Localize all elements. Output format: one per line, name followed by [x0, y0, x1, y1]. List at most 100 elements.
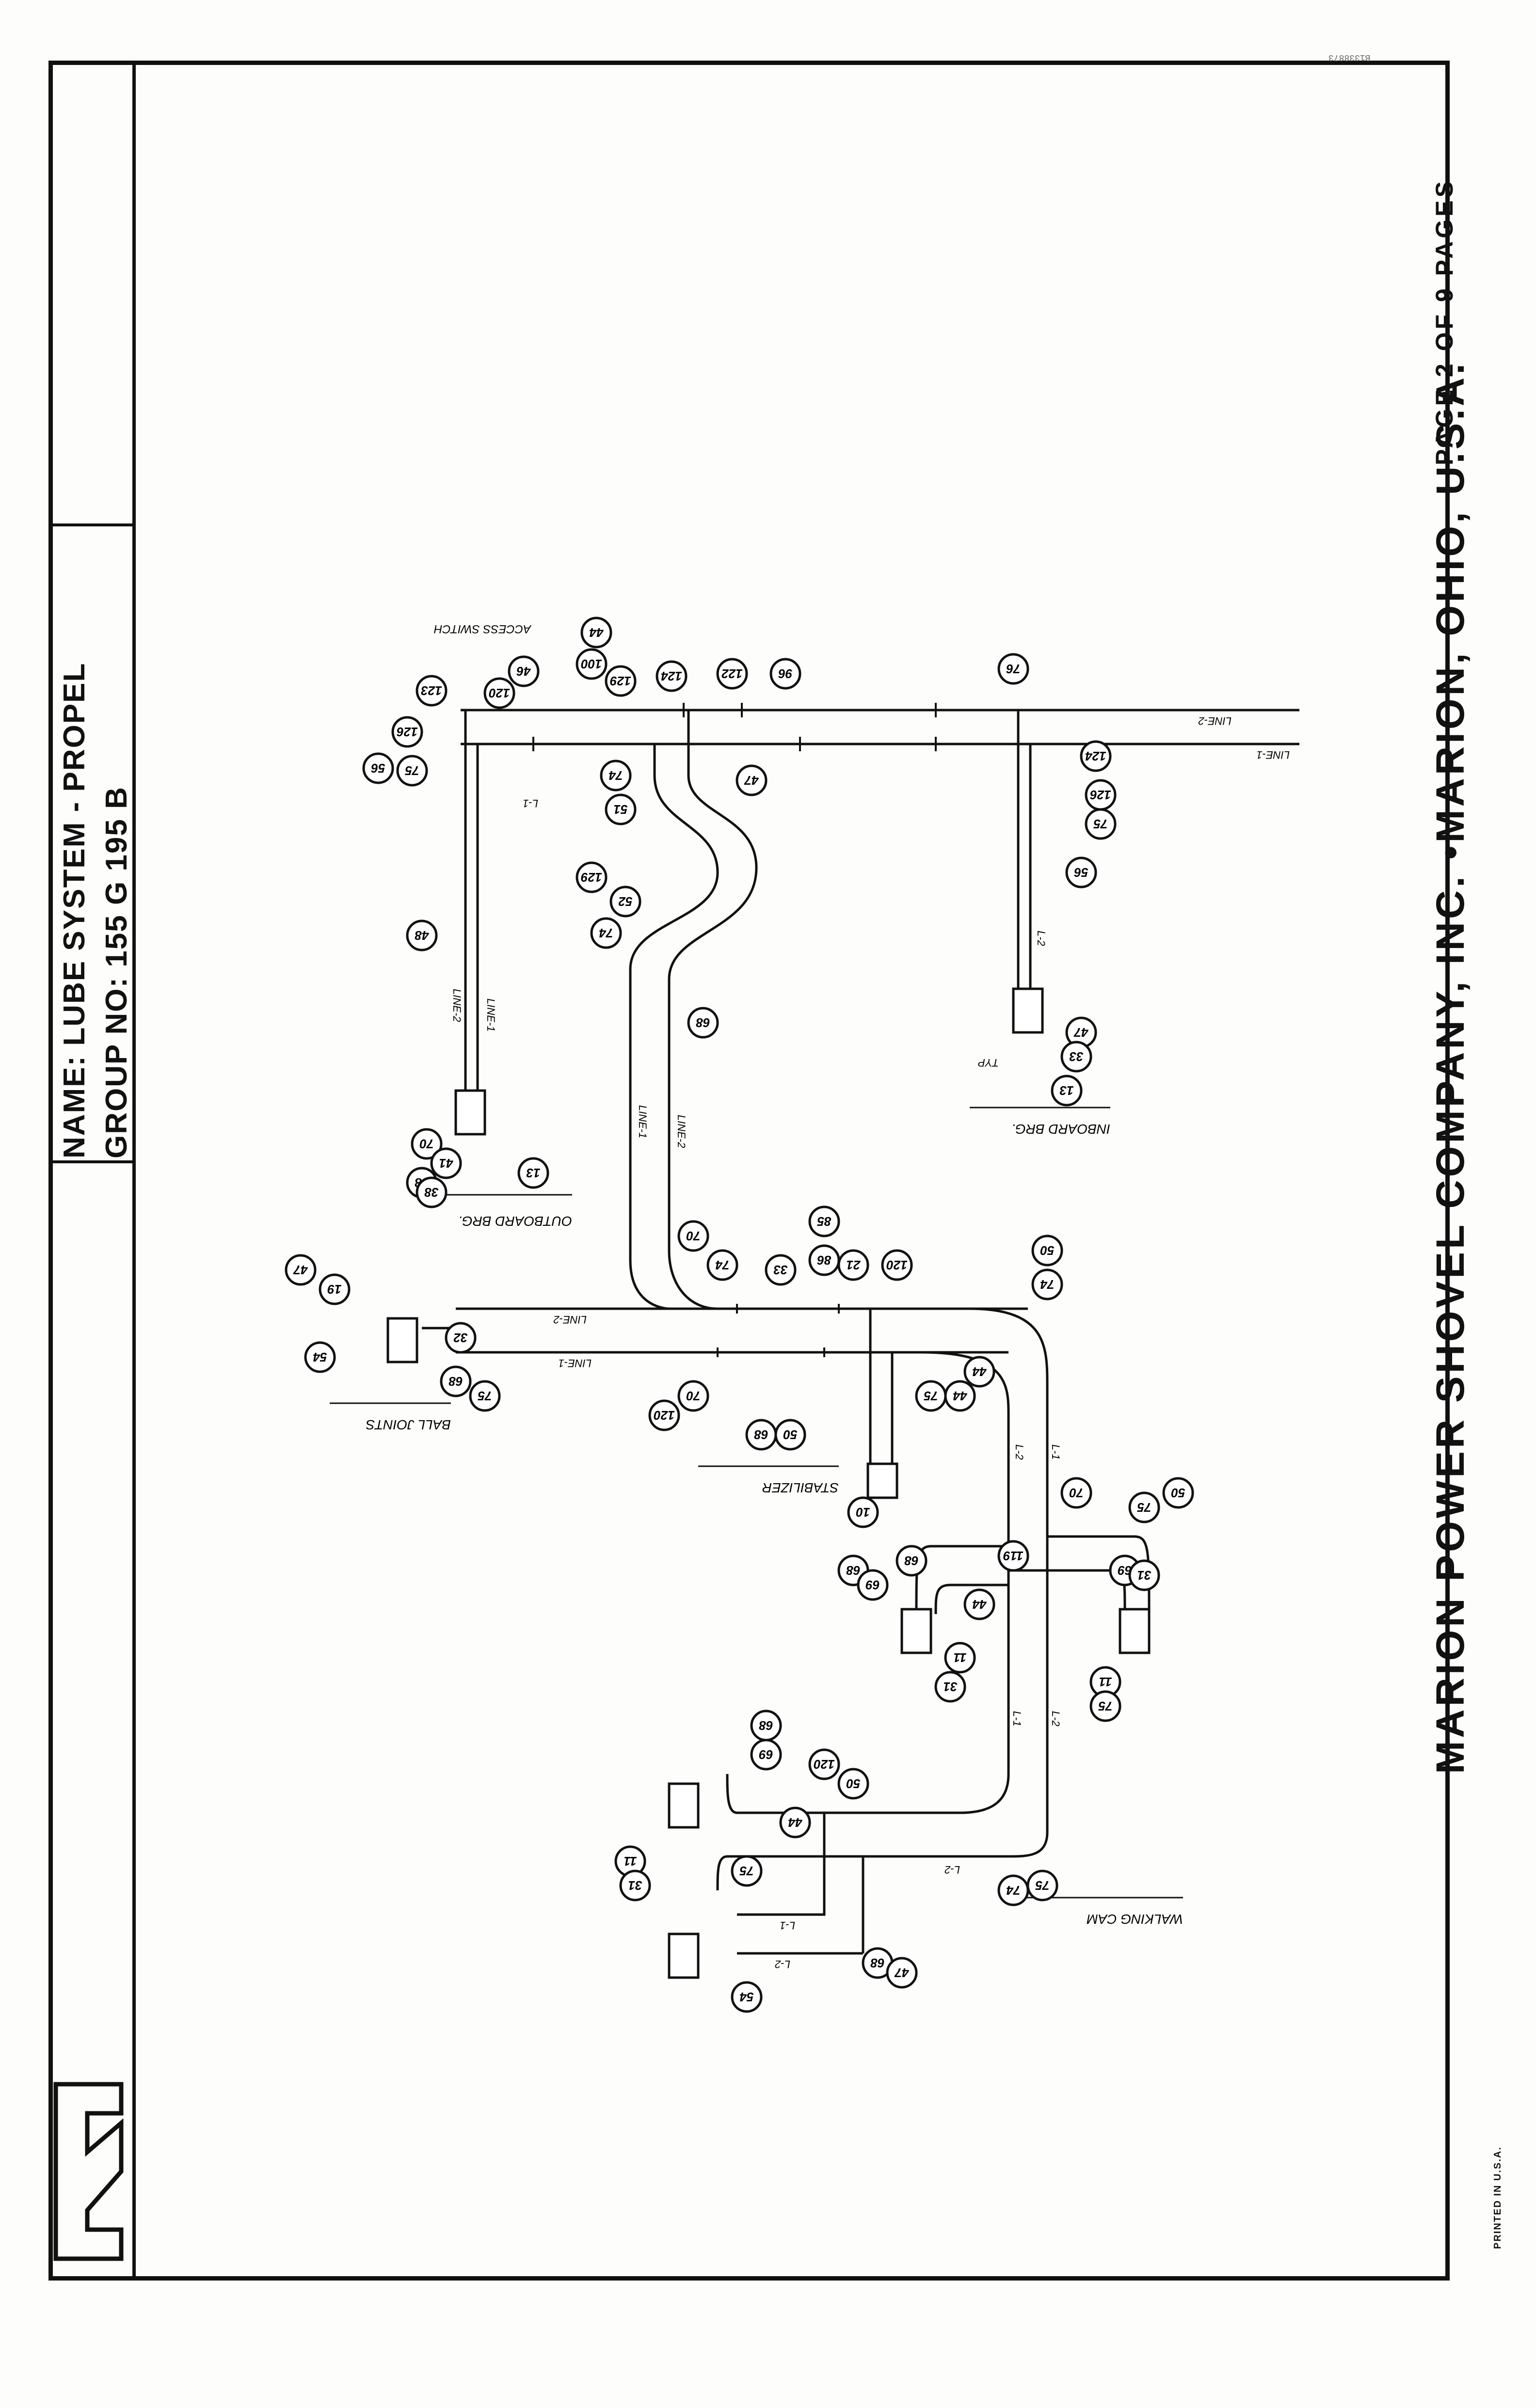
- callout-text: 74: [1040, 1277, 1054, 1292]
- sheet-border: [48, 61, 1450, 2281]
- callout-120: 120: [648, 1399, 680, 1431]
- callout-text: 75: [1098, 1699, 1112, 1713]
- label-line2-left: LINE-2: [451, 989, 463, 1022]
- callout-text: 68: [846, 1563, 860, 1578]
- callout-text: 119: [1003, 1549, 1024, 1563]
- callout-text: 38: [424, 1185, 438, 1200]
- callout-100: 100: [576, 648, 608, 680]
- manifolds: [386, 987, 1151, 1979]
- label-line1-left: LINE-1: [485, 998, 497, 1031]
- label-line2-top: LINE-2: [1199, 715, 1232, 727]
- callout-text: 50: [1171, 1486, 1185, 1500]
- callout-38: 38: [416, 1176, 448, 1208]
- callout-text: 50: [846, 1776, 860, 1791]
- label-walking-cam: WALKING CAM: [1087, 1912, 1183, 1927]
- callout-68: 68: [862, 1947, 894, 1979]
- callout-text: 44: [589, 625, 604, 640]
- callout-129: 129: [576, 861, 608, 893]
- callout-74: 74: [600, 760, 632, 792]
- callout-text: 32: [453, 1331, 467, 1345]
- callout-text: 19: [327, 1282, 341, 1297]
- label-inboard-brg: INBOARD BRG.: [1011, 1122, 1110, 1137]
- callout-text: 75: [1137, 1500, 1151, 1515]
- callout-11: 11: [614, 1845, 646, 1877]
- callout-text: 50: [1040, 1243, 1054, 1258]
- callout-44: 44: [944, 1380, 976, 1412]
- callout-120: 120: [881, 1249, 913, 1281]
- label-line2-mid: LINE-2: [554, 1314, 587, 1326]
- callout-75: 75: [915, 1380, 947, 1412]
- callout-41: 41: [430, 1147, 462, 1179]
- callout-68: 68: [687, 1007, 719, 1039]
- callout-text: 47: [894, 1965, 909, 1980]
- callout-text: 70: [419, 1137, 433, 1151]
- callout-text: 124: [661, 669, 682, 683]
- callout-75: 75: [469, 1380, 501, 1412]
- callout-75: 75: [1128, 1491, 1160, 1523]
- callout-text: 126: [1090, 788, 1111, 802]
- callout-31: 31: [619, 1869, 651, 1901]
- callout-70: 70: [411, 1128, 443, 1160]
- callout-124: 124: [1080, 740, 1112, 772]
- callout-text: 47: [293, 1263, 308, 1277]
- callout-126: 126: [1085, 779, 1117, 811]
- callout-text: 52: [618, 894, 632, 909]
- callout-54: 54: [304, 1341, 336, 1373]
- callout-text: 44: [953, 1389, 967, 1403]
- callout-74: 74: [590, 917, 622, 949]
- callout-129: 129: [605, 665, 637, 697]
- callout-74: 74: [706, 1249, 738, 1281]
- callout-54: 54: [731, 1981, 763, 2013]
- callout-96: 96: [769, 658, 801, 690]
- marion-m-logo-icon: [53, 2082, 124, 2261]
- label-ball-joints: BALL JOINTS: [366, 1417, 451, 1432]
- callout-74: 74: [997, 1874, 1029, 1906]
- callout-text: 69: [865, 1578, 880, 1592]
- manifold-inboard: [1012, 987, 1044, 1034]
- callout-text: 46: [516, 664, 531, 679]
- callout-text: 33: [1069, 1049, 1083, 1064]
- callout-48: 48: [406, 919, 438, 951]
- callout-11: 11: [1089, 1666, 1121, 1698]
- label-line1-serp: LINE-1: [637, 1105, 649, 1138]
- callout-text: 129: [581, 870, 602, 885]
- callout-33: 33: [765, 1254, 797, 1286]
- label-typ: TYP: [978, 1057, 999, 1069]
- title-strip: [48, 61, 136, 2281]
- callout-74: 74: [1031, 1268, 1063, 1300]
- callout-text: 31: [1137, 1568, 1152, 1583]
- callout-70: 70: [677, 1380, 709, 1412]
- callout-text: 11: [624, 1854, 637, 1869]
- callout-51: 51: [605, 793, 637, 825]
- name-box: [48, 523, 136, 1163]
- callout-75: 75: [1085, 808, 1117, 840]
- callout-text: 31: [628, 1878, 642, 1893]
- manifold-walking-cam-2: [668, 1933, 700, 1979]
- callout-text: 50: [783, 1427, 797, 1442]
- callout-text: 123: [421, 683, 442, 698]
- line-labels: LINE-2 LINE-1 LINE-2 LINE-1 LINE-1 LINE-…: [451, 715, 1290, 1970]
- callout-120: 120: [483, 677, 515, 709]
- callout-text: 85: [817, 1214, 831, 1229]
- callout-68: 68: [750, 1710, 782, 1742]
- label-stabilizer: STABILIZER: [762, 1480, 839, 1495]
- callout-text: 70: [686, 1389, 700, 1403]
- callout-75: 75: [396, 755, 428, 787]
- label-l2-e: L-2: [775, 1958, 790, 1970]
- callout-10: 10: [847, 1496, 879, 1528]
- group-labels: OUTBOARD BRG. INBOARD BRG. BALL JOINTS S…: [330, 622, 1183, 1927]
- callout-13: 13: [1051, 1075, 1083, 1107]
- callout-text: 68: [448, 1374, 463, 1389]
- callout-text: 41: [439, 1156, 454, 1171]
- callout-32: 32: [445, 1322, 477, 1354]
- callout-text: 21: [847, 1258, 861, 1272]
- label-l2-a: L-2: [1035, 931, 1047, 946]
- callout-123: 123: [416, 675, 448, 707]
- callout-33: 33: [1060, 1041, 1092, 1073]
- callout-text: 48: [415, 928, 429, 943]
- callout-76: 76: [997, 653, 1029, 685]
- callout-75: 75: [1089, 1690, 1121, 1722]
- fittings: [532, 703, 937, 1357]
- callout-text: 56: [1074, 865, 1088, 880]
- callout-text: 75: [1035, 1878, 1049, 1893]
